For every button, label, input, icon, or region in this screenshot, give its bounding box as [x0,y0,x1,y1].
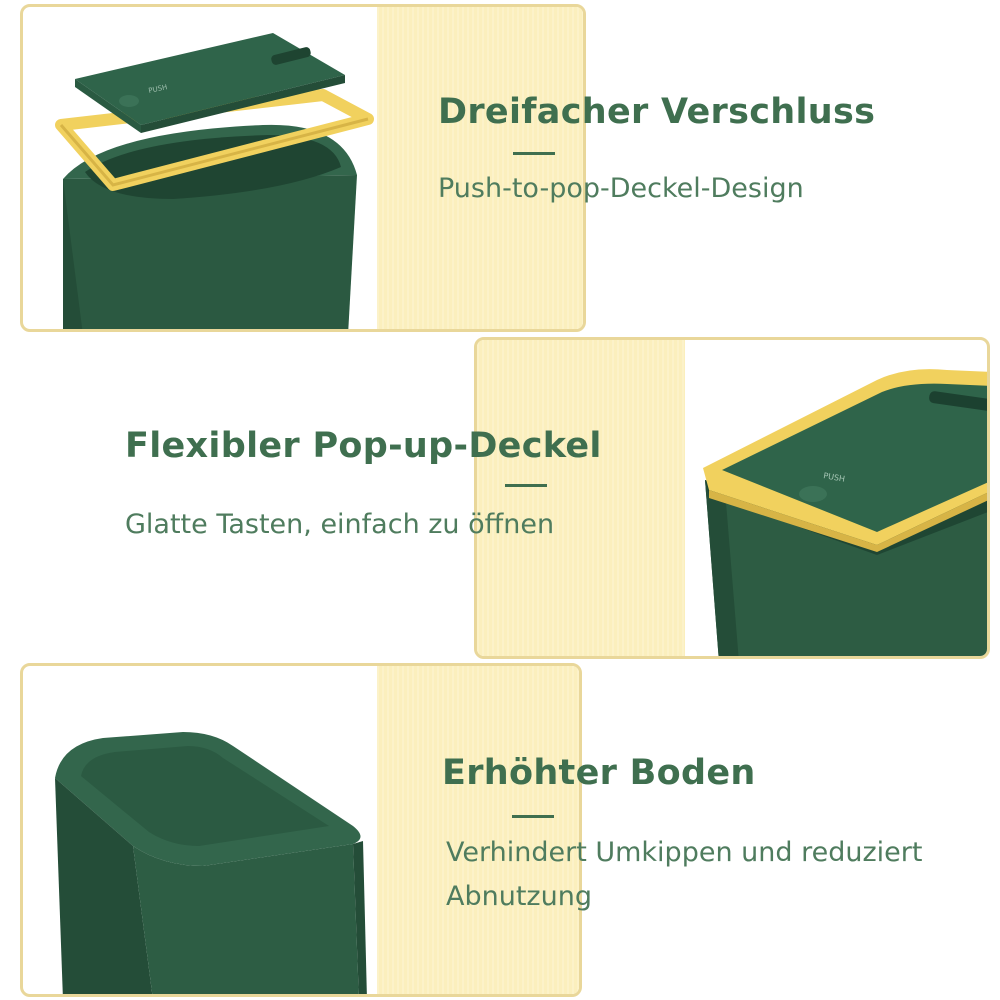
feature-1-divider [513,152,555,155]
cream-stripe [377,666,579,994]
feature-3-subtitle-line-2: Abnutzung [446,881,592,912]
feature-image-panel-1: PUSH [20,4,586,332]
feature-2-title: Flexibler Pop-up-Deckel [125,426,602,466]
lid-push-label: PUSH [148,83,168,95]
feature-1-subtitle: Push-to-pop-Deckel-Design [438,173,804,204]
feature-image-panel-2: PUSH [474,337,990,659]
feature-3-divider [512,815,554,818]
cream-stripe [377,7,583,329]
feature-3-title: Erhöhter Boden [442,753,756,793]
inverted-trash-bin-illustration [55,732,367,994]
feature-3-subtitle-line-1: Verhindert Umkippen und reduziert [446,837,923,868]
feature-image-panel-3 [20,663,582,997]
cream-stripe [477,340,685,656]
lid-push-label: PUSH [823,471,846,484]
closed-trash-bin-illustration: PUSH [703,369,987,656]
feature-2-divider [505,484,547,487]
exploded-trash-bin-illustration: PUSH [55,33,374,329]
feature-2-subtitle: Glatte Tasten, einfach zu öffnen [125,509,555,540]
feature-1-title: Dreifacher Verschluss [438,92,876,132]
